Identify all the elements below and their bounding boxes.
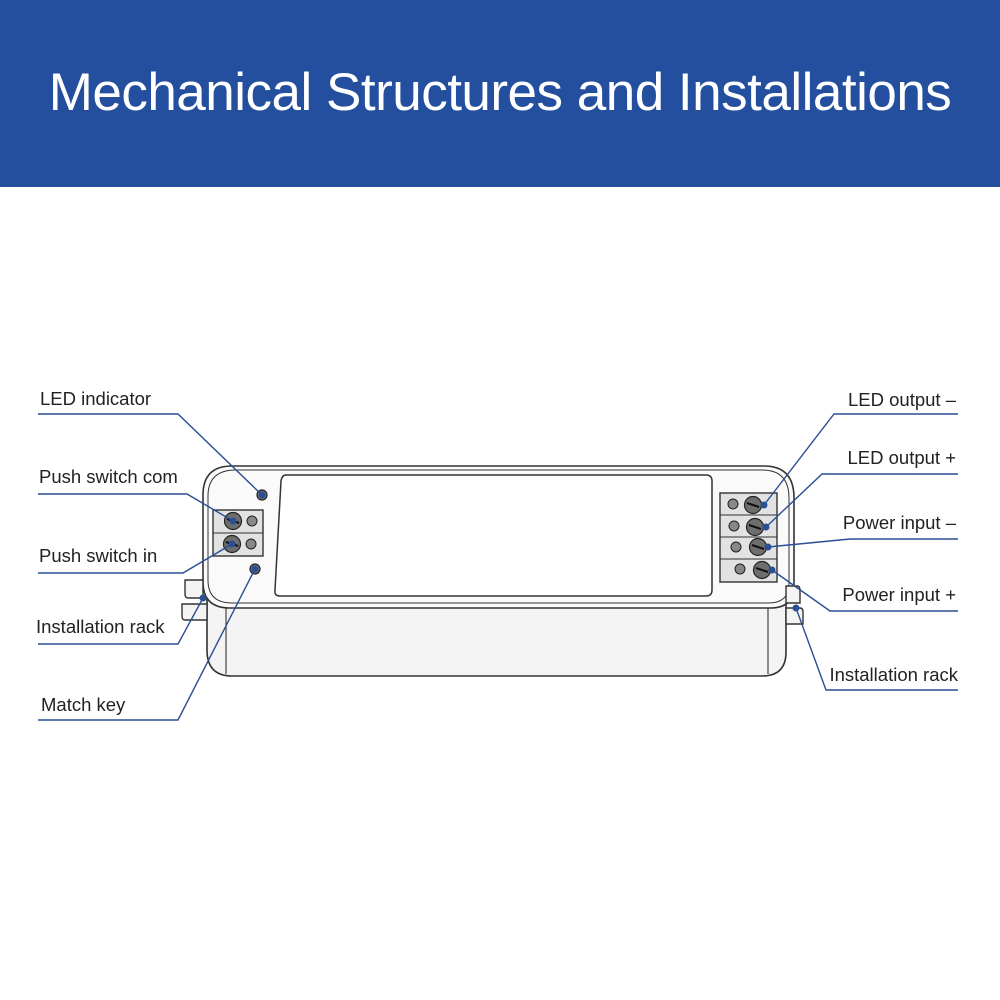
header-banner: Mechanical Structures and Installations (0, 0, 1000, 187)
leader-push-switch-com (38, 493, 234, 522)
screw-terminal-icon (728, 517, 765, 537)
label-installation-rack-right: Installation rack (829, 664, 958, 685)
label-led-output-plus: LED output + (847, 447, 956, 468)
label-push-switch-in: Push switch in (39, 545, 158, 566)
screw-terminal-icon (734, 560, 772, 580)
label-led-output-minus: LED output – (848, 389, 956, 410)
device-housing (202, 465, 795, 677)
label-push-switch-com: Push switch com (39, 466, 178, 487)
installation-rack-right (785, 585, 804, 625)
leader-installation-rack-right (795, 607, 958, 691)
leader-dots (199, 491, 800, 612)
leader-led-output-plus (765, 473, 958, 528)
page-title: Mechanical Structures and Installations (48, 63, 952, 122)
label-installation-rack-left: Installation rack (36, 616, 165, 637)
leader-power-input-plus (771, 569, 958, 612)
leader-match-key (38, 568, 256, 721)
leader-lines (38, 413, 958, 721)
label-led-indicator: LED indicator (40, 388, 152, 409)
leader-led-output-minus (763, 413, 958, 506)
screw-terminal-icon (730, 537, 768, 557)
label-match-key: Match key (41, 694, 126, 715)
label-power-input-plus: Power input + (842, 584, 956, 605)
leader-power-input-minus (767, 538, 958, 548)
left-terminal-block (212, 509, 264, 557)
right-terminal-block (719, 492, 778, 583)
leader-push-switch-in (38, 543, 233, 574)
leader-installation-rack-left (38, 597, 204, 645)
installation-rack-left (181, 579, 208, 621)
leader-led-indicator (38, 413, 263, 496)
label-power-input-minus: Power input – (842, 512, 956, 533)
